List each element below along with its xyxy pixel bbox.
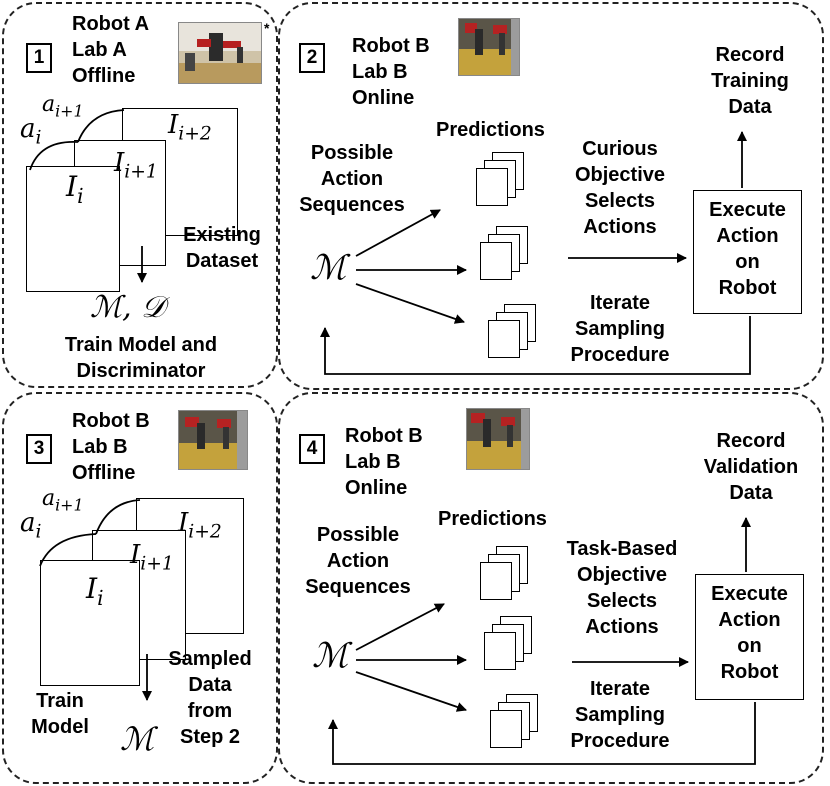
step-number-2: 2	[299, 43, 325, 73]
mode-label: Online	[352, 87, 415, 109]
model-symbol: ℳ	[310, 248, 347, 288]
model-to-prediction-arrow	[355, 671, 467, 712]
image-frame-i	[26, 166, 120, 292]
model-to-prediction-arrow	[355, 283, 465, 324]
mode-label: Offline	[72, 65, 136, 87]
model-discriminator-symbols: ℳ, 𝒟	[90, 290, 166, 325]
action-label-i-plus-1: ai+1	[42, 486, 84, 515]
lab-label: Lab B	[345, 451, 401, 473]
action-curve	[39, 533, 97, 567]
action-curve	[29, 141, 79, 171]
prediction-frame	[490, 710, 522, 748]
predictions-label: Predictions	[438, 508, 547, 530]
prediction-frame	[488, 320, 520, 358]
model-to-prediction-arrow	[355, 209, 441, 257]
image-label-i: Ii	[86, 572, 104, 611]
feedback-loop	[320, 316, 751, 375]
image-label-i: Ii	[66, 170, 84, 209]
robot-label: Robot B	[72, 410, 150, 432]
model-to-prediction-arrow	[355, 603, 445, 651]
panel-step-3	[2, 392, 278, 784]
image-frame-i	[40, 560, 140, 686]
lab-label: Lab B	[352, 61, 408, 83]
prediction-frame	[480, 242, 512, 280]
prediction-frame	[480, 562, 512, 600]
robot-photo	[178, 410, 248, 470]
robot-photo	[466, 408, 530, 470]
mode-label: Online	[345, 477, 408, 499]
action-label-i: ai	[20, 114, 42, 149]
feedback-loop	[328, 702, 756, 765]
action-curve	[77, 109, 125, 143]
step-number-4: 4	[299, 434, 325, 464]
model-symbol: ℳ	[120, 720, 155, 758]
prediction-frame	[484, 632, 516, 670]
action-label-i-plus-1: ai+1	[42, 92, 84, 121]
robot-photo	[178, 22, 262, 84]
image-label-i-plus-2: Ii+2	[178, 508, 222, 543]
robot-label: Robot B	[345, 425, 423, 447]
predictions-label: Predictions	[436, 119, 545, 141]
panel-step-4	[278, 392, 824, 784]
panel-step-1	[2, 2, 278, 388]
prediction-frame	[476, 168, 508, 206]
action-label-i: ai	[20, 508, 42, 543]
image-label-i-plus-1: Ii+1	[114, 148, 158, 183]
image-label-i-plus-2: Ii+2	[168, 110, 212, 145]
step-number-3: 3	[26, 434, 52, 464]
image-label-i-plus-1: Ii+1	[130, 540, 174, 575]
lab-label: Lab A	[72, 39, 127, 61]
panel-step-2	[278, 2, 824, 390]
lab-label: Lab B	[72, 436, 128, 458]
robot-photo	[458, 18, 520, 76]
step-number-1: 1	[26, 43, 52, 73]
model-symbol: ℳ	[312, 636, 349, 676]
footnote-star: *	[264, 20, 270, 36]
mode-label: Offline	[72, 462, 136, 484]
robot-label: Robot B	[352, 35, 430, 57]
robot-label: Robot A	[72, 13, 150, 35]
action-curve	[95, 499, 141, 535]
